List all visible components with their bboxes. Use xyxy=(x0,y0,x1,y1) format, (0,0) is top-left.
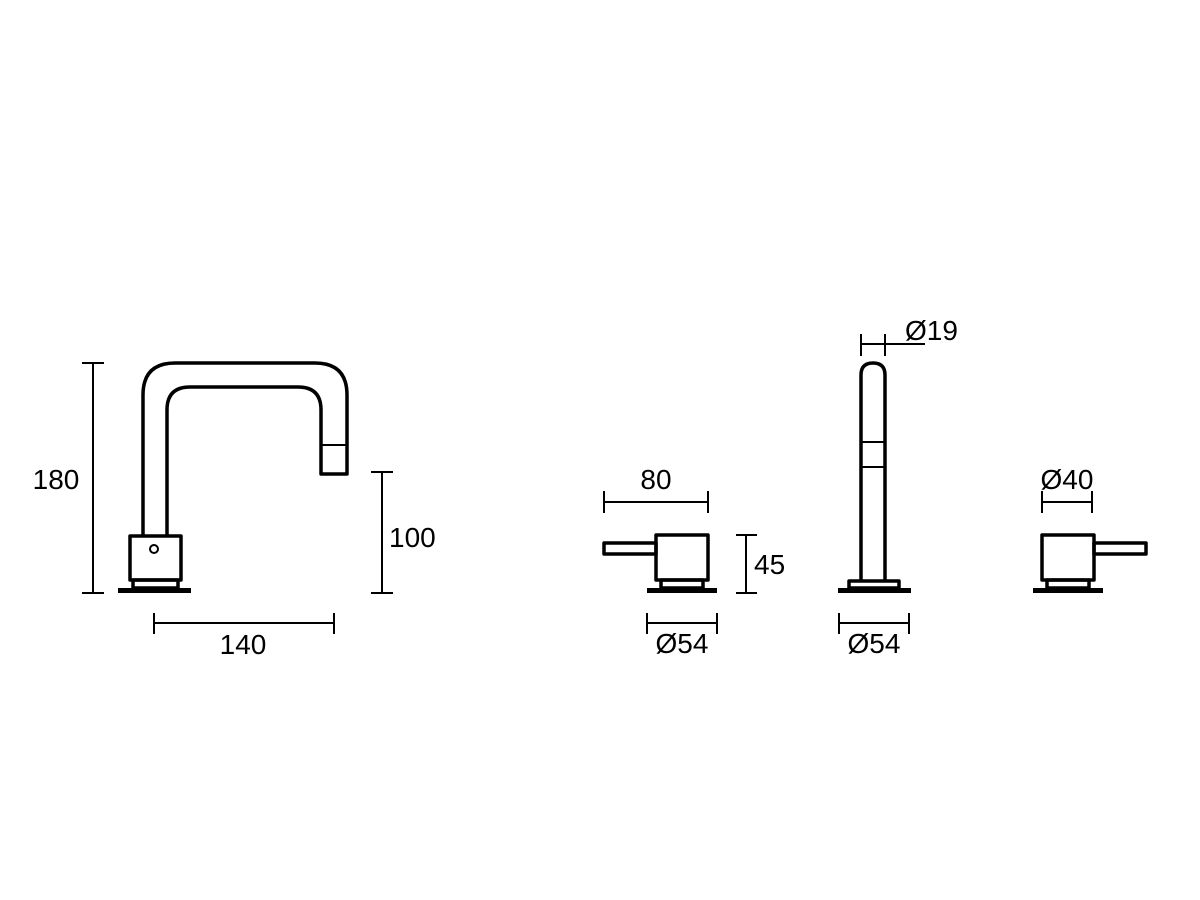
left-handle-length-label: 80 xyxy=(640,464,671,495)
spout-base-ring xyxy=(131,578,180,590)
right-handle-diameter-dimension: Ø40 xyxy=(1041,464,1094,513)
left-handle-length-dimension: 80 xyxy=(603,464,709,513)
hand-shower-diameter-dimension: Ø19 xyxy=(860,315,958,356)
right-handle-lever xyxy=(1092,541,1148,556)
hand-shower-base-plate xyxy=(838,588,911,593)
left-handle-assembly: 80 45 Ø54 xyxy=(602,464,785,659)
left-handle-height-label: 45 xyxy=(754,549,785,580)
spout-outlet-height-dimension: 100 xyxy=(371,471,436,594)
left-handle-lever xyxy=(602,541,658,556)
spout-outlet-height-label: 100 xyxy=(389,522,436,553)
hand-shower-outline xyxy=(859,361,887,581)
spout-reach-dimension: 140 xyxy=(153,613,335,660)
hand-shower-base-diameter-label: Ø54 xyxy=(848,628,901,659)
spout-outline xyxy=(141,361,349,536)
left-handle-height-dimension: 45 xyxy=(736,534,785,594)
spout-assembly: 180 100 140 xyxy=(33,361,436,660)
left-handle-base-dimension: Ø54 xyxy=(646,613,718,659)
hand-shower-diameter-label: Ø19 xyxy=(905,315,958,346)
right-handle-assembly: Ø40 xyxy=(1033,464,1148,593)
left-handle-base-plate xyxy=(647,588,717,593)
right-handle-base-ring xyxy=(1045,578,1091,590)
spout-screw xyxy=(149,544,159,554)
spout-height-label: 180 xyxy=(33,464,80,495)
spout-body xyxy=(128,534,183,582)
left-handle-base-diameter-label: Ø54 xyxy=(656,628,709,659)
right-handle-base-plate xyxy=(1033,588,1103,593)
spout-reach-label: 140 xyxy=(220,629,267,660)
right-handle-body xyxy=(1040,533,1096,582)
hand-shower-base-dimension: Ø54 xyxy=(838,613,910,659)
hand-shower-base-ring xyxy=(847,579,901,590)
spout-height-dimension: 180 xyxy=(33,362,104,594)
hand-shower-assembly: Ø19 Ø54 xyxy=(838,315,958,659)
left-handle-base-ring xyxy=(659,578,705,590)
spout-base-plate xyxy=(118,588,191,593)
right-handle-diameter-label: Ø40 xyxy=(1041,464,1094,495)
left-handle-body xyxy=(654,533,710,582)
